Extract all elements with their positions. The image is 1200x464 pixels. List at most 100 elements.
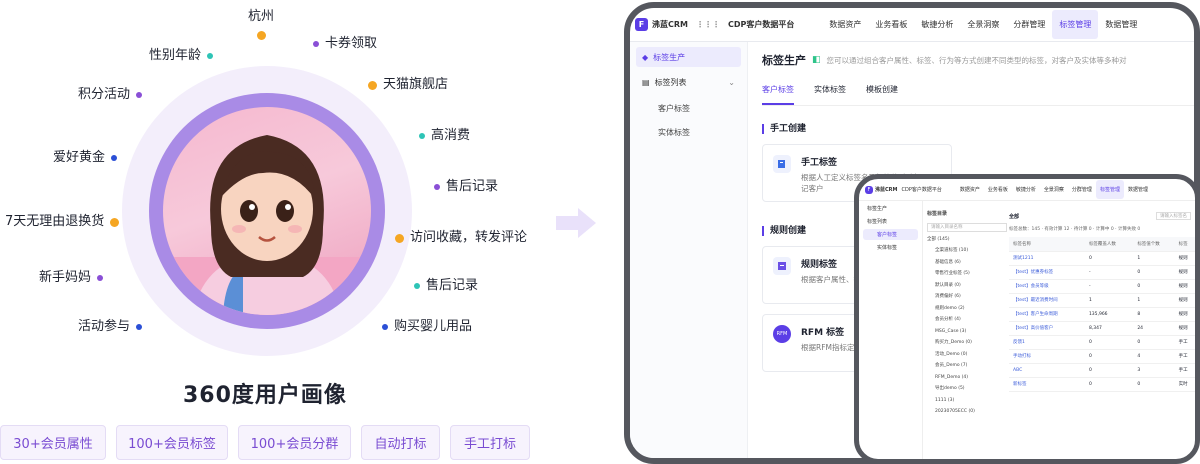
- nav-tag-management[interactable]: 标签管理: [1052, 10, 1099, 39]
- logo-icon: F: [865, 185, 873, 194]
- tag-dot: [257, 31, 266, 40]
- tree-title: 标签目录: [927, 211, 948, 217]
- tag-name-link[interactable]: 【test】高价值客户: [1009, 321, 1085, 336]
- cell: 0: [1084, 335, 1134, 350]
- column-header[interactable]: 标签值个数: [1133, 237, 1175, 252]
- tag-directory-tree: 标签目录 请输入目录名称 全部 (145) 全渠道标签 (10) 基础信息 (6…: [927, 209, 1007, 459]
- nav-item[interactable]: 标签管理: [1095, 180, 1124, 199]
- card-desc: 根据RFM指标定义标记客户: [801, 343, 892, 352]
- cell: 1: [1133, 293, 1175, 308]
- nav-item[interactable]: 业务看板: [987, 187, 1008, 193]
- sidebar-item-tag-list[interactable]: ▤标签列表⌄: [636, 72, 741, 92]
- tree-node[interactable]: 规则demo (2): [935, 305, 965, 311]
- column-header[interactable]: 标签名称: [1009, 237, 1085, 252]
- tag-dot: [368, 80, 377, 90]
- tree-node[interactable]: 默认目录 (0): [935, 282, 961, 288]
- table-header: 标签名称 标签覆盖人数 标签值个数 标签: [1009, 237, 1195, 252]
- cell: 0: [1133, 335, 1175, 350]
- tree-node[interactable]: 20230705ECC (0): [935, 409, 975, 414]
- nav-data-assets[interactable]: 数据资产: [829, 20, 862, 29]
- tag-name-link[interactable]: ABC: [1009, 363, 1085, 378]
- sidebar-item[interactable]: 标签列表: [867, 219, 888, 225]
- tag-label: 杭州: [248, 9, 275, 24]
- tree-node[interactable]: 导出demo (5): [935, 386, 965, 391]
- tag-name-link[interactable]: 测试1211: [1009, 251, 1085, 266]
- tag-dot: [382, 324, 388, 330]
- tag-name-link[interactable]: 手动打标: [1009, 349, 1085, 364]
- app-topbar: F 沸蓝CRM ⋮⋮⋮ CDP客户数据平台 数据资产 业务看板 敏捷分析 全景洞…: [630, 8, 1194, 42]
- cell: 3: [1133, 363, 1175, 378]
- tag-name-link[interactable]: 新标签: [1009, 377, 1085, 392]
- nav-item[interactable]: 数据资产: [959, 187, 980, 193]
- tab-template-create[interactable]: 模板创建: [866, 85, 898, 94]
- tag-search-input[interactable]: 请输入标签名: [1156, 212, 1191, 220]
- cell: 规则: [1174, 293, 1195, 308]
- sidebar-subitem-entity-tags[interactable]: 实体标签: [658, 128, 690, 137]
- tag-stats: 标签总数：145 · 有效计算 12 · 待计算 0 · 计算中 0 · 计算失…: [1009, 227, 1141, 232]
- app-logo[interactable]: F 沸蓝CRM ⋮⋮⋮ CDP客户数据平台: [630, 18, 794, 31]
- tree-node[interactable]: 会员_Demo (7): [935, 363, 968, 368]
- tag-name-link[interactable]: 【test】最近消费时间: [1009, 293, 1085, 308]
- sidebar: ◆标签生产 ▤标签列表⌄ 客户标签 实体标签: [630, 42, 748, 458]
- tag-name-link[interactable]: 【test】会员等级: [1009, 279, 1085, 294]
- tree-node[interactable]: RFM_Demo (4): [935, 374, 969, 380]
- tree-node[interactable]: 购买力_Demo (0): [935, 340, 972, 345]
- sidebar-item-tag-production[interactable]: ◆标签生产: [636, 47, 741, 67]
- tag-name-link[interactable]: 反馈1: [1009, 335, 1085, 350]
- tree-search-input[interactable]: 请输入目录名称: [927, 222, 1007, 232]
- nav-item[interactable]: 数据管理: [1127, 187, 1148, 193]
- sidebar-item[interactable]: 客户标签: [863, 229, 918, 240]
- cell: 手工: [1174, 363, 1195, 378]
- tab-entity-tags[interactable]: 实体标签: [814, 85, 846, 94]
- tag-dot: [136, 92, 143, 98]
- tag-name-link[interactable]: 【test】优惠券标签: [1009, 265, 1085, 280]
- nav-data-management[interactable]: 数据管理: [1105, 20, 1138, 29]
- nav-item[interactable]: 全景洞察: [1043, 187, 1064, 193]
- tree-node[interactable]: 消费偏好 (6): [935, 294, 961, 299]
- tree-node[interactable]: 基础信息 (6): [935, 259, 961, 265]
- tag-dot: [207, 53, 214, 59]
- column-header[interactable]: 标签覆盖人数: [1084, 237, 1134, 252]
- logo-text: 沸蓝CRM: [652, 20, 688, 29]
- nav-item[interactable]: 敏捷分析: [1015, 187, 1036, 193]
- tree-node[interactable]: 活动_Demo (0): [935, 351, 968, 357]
- tree-node[interactable]: 全部 (145): [927, 236, 950, 242]
- tree-node[interactable]: 全渠道标签 (10): [935, 248, 969, 253]
- tag-label: 新手妈妈: [39, 270, 92, 285]
- tree-node[interactable]: MSG_Case (3): [935, 328, 967, 334]
- nav-dashboard[interactable]: 业务看板: [875, 20, 908, 29]
- tag-name-link[interactable]: 【test】客户生命周期: [1009, 307, 1085, 322]
- card-title: RFM 标签: [801, 328, 845, 338]
- sidebar-subitem-customer-tags[interactable]: 客户标签: [658, 104, 690, 113]
- column-header[interactable]: 标签: [1174, 237, 1195, 252]
- nav-item[interactable]: 分群管理: [1071, 187, 1092, 193]
- nav-segments[interactable]: 分群管理: [1013, 20, 1046, 29]
- tree-node[interactable]: 零售行业标签 (5): [935, 271, 970, 276]
- tree-node[interactable]: 会员分析 (4): [935, 317, 961, 322]
- sidebar-item[interactable]: 实体标签: [877, 245, 898, 251]
- crm-tag-list-window: F 沸蓝CRM CDP客户数据平台 数据资产 业务看板 敏捷分析 全景洞察 分群…: [854, 174, 1200, 464]
- sidebar-item[interactable]: 标签生产: [867, 206, 888, 212]
- sidebar-item-label: 标签列表: [654, 77, 687, 87]
- nav-insight[interactable]: 全景洞察: [967, 20, 1000, 29]
- cell: 规则: [1174, 279, 1195, 294]
- portrait-tag: 爱好黄金: [53, 150, 118, 166]
- nav-agile-analysis[interactable]: 敏捷分析: [921, 20, 954, 29]
- product-name: CDP客户数据平台: [901, 187, 942, 193]
- cell: -: [1084, 265, 1134, 280]
- portrait-tag: 积分活动: [78, 87, 143, 103]
- tree-node[interactable]: 1111 (3): [935, 397, 955, 403]
- top-nav: 数据资产 业务看板 敏捷分析 全景洞察 分群管理 标签管理 数据管理: [822, 10, 1144, 39]
- apps-grid-icon[interactable]: ⋮⋮⋮: [696, 20, 720, 29]
- tab-customer-tags[interactable]: 客户标签: [762, 84, 794, 105]
